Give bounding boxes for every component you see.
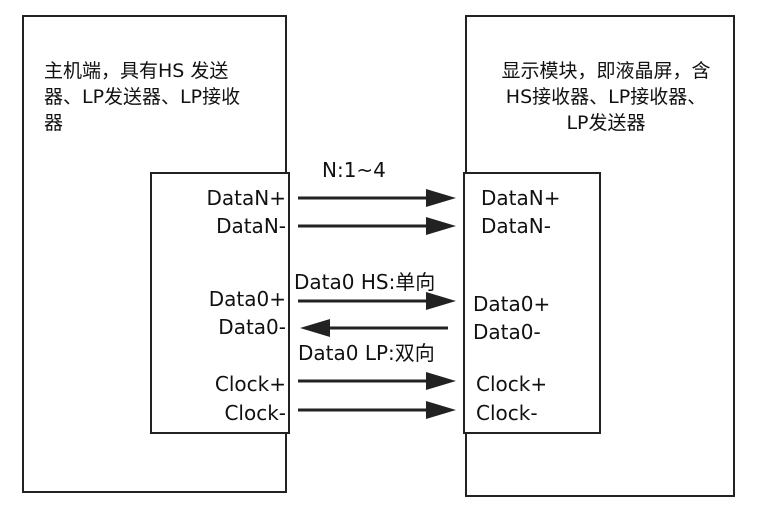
host-pin-clock-minus: Clock-	[224, 401, 286, 425]
data0-hs-label: Data0 HS:单向	[294, 270, 436, 294]
host-pin-data0-plus: Data0+	[208, 287, 286, 311]
arrowhead-data0-lp	[300, 319, 330, 337]
host-pin-datan-minus: DataN-	[216, 214, 286, 238]
display-pin-datan-plus: DataN+	[481, 186, 561, 210]
display-pin-data0-plus: Data0+	[473, 292, 551, 316]
display-interface-box	[463, 172, 601, 434]
arrowhead-datan-minus	[426, 217, 456, 235]
display-pin-datan-minus: DataN-	[481, 214, 551, 238]
host-description: 主机端，具有HS 发送器、LP发送器、LP接收器	[44, 60, 241, 134]
display-pin-clock-plus: Clock+	[476, 372, 548, 396]
display-description: 显示模块，即液晶屏，含HS接收器、LP接收器、LP发送器	[501, 60, 711, 134]
arrowhead-datan-plus	[426, 189, 456, 207]
host-interface-box	[150, 172, 290, 434]
host-pin-data0-minus: Data0-	[218, 315, 286, 339]
arrowhead-clock-plus	[426, 372, 456, 390]
data0-lp-label: Data0 LP:双向	[298, 341, 435, 365]
host-pin-clock-plus: Clock+	[214, 372, 286, 396]
host-pin-datan-plus: DataN+	[206, 186, 286, 210]
arrowhead-data0-hs	[426, 292, 456, 310]
display-pin-data0-minus: Data0-	[473, 320, 541, 344]
display-pin-clock-minus: Clock-	[476, 401, 538, 425]
arrowhead-clock-minus	[426, 401, 456, 419]
lane-count-label: N:1~4	[322, 158, 386, 182]
